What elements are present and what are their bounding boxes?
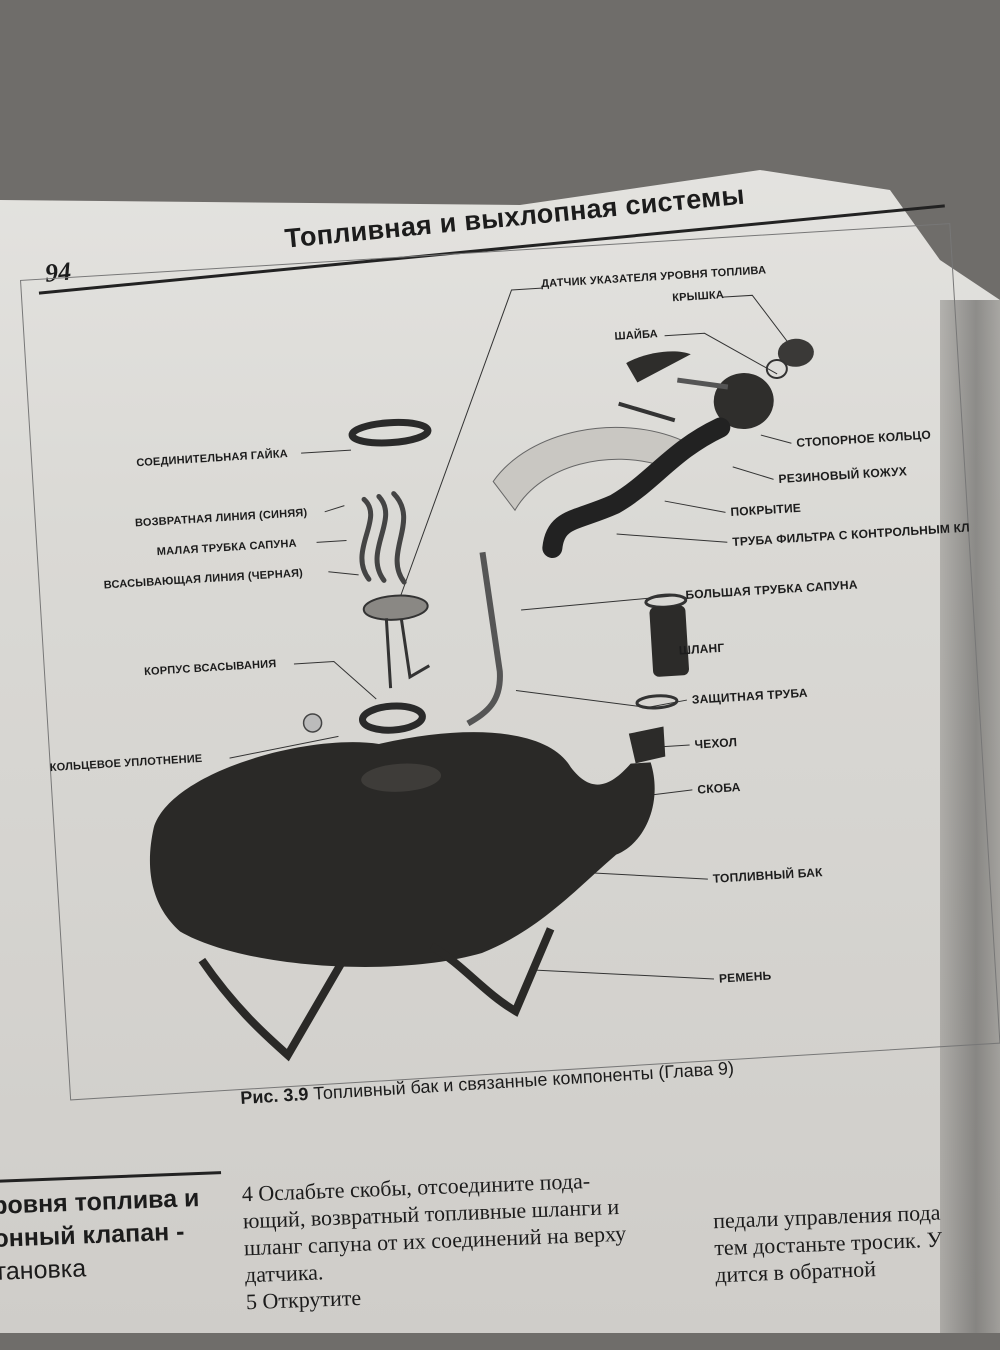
leader-sensor xyxy=(399,287,542,598)
filler-pipe-part xyxy=(542,417,731,559)
label-hose: ШЛАНГ xyxy=(678,640,725,658)
washer-part xyxy=(765,358,788,379)
rubber-boot-part xyxy=(713,373,774,430)
strap-right-part xyxy=(429,927,555,1017)
section-rule xyxy=(0,1171,222,1183)
rod-part xyxy=(676,377,729,390)
section-heading: ровня топлива и онный клапан - тановка xyxy=(0,1181,220,1289)
label-sleeve: ЧЕХОЛ xyxy=(694,735,738,752)
hose-clamp-bottom xyxy=(635,694,679,710)
leader-protective-tube xyxy=(515,689,687,709)
body-text: ровня топлива и онный клапан - тановка 4… xyxy=(0,1111,1000,1350)
large-breather-part xyxy=(466,551,503,727)
hose-part xyxy=(649,605,689,677)
figure-3-9: ДАТЧИК УКАЗАТЕЛЯ УРОВНЯ ТОПЛИВА КРЫШКА Ш… xyxy=(20,223,1000,1138)
leader-strap xyxy=(533,969,714,980)
sensor-flange-part xyxy=(362,594,429,621)
leader-connecting-nut xyxy=(301,449,352,454)
fuel-system-drawing xyxy=(149,287,814,1062)
opposite-page-edge xyxy=(940,300,1000,1333)
small-hose-part xyxy=(618,401,676,423)
leader-cover xyxy=(664,500,726,513)
fuel-lines-part xyxy=(359,491,407,585)
cap-part xyxy=(777,338,814,367)
leader-washer xyxy=(664,332,778,375)
right-column: педали управления пода тем достаньте тро… xyxy=(713,1199,944,1289)
connecting-nut-part xyxy=(348,418,432,447)
leader-cap xyxy=(722,294,797,354)
filler-shield-part xyxy=(626,351,691,383)
leader-fuel-tank xyxy=(577,871,708,880)
label-clamp: СКОБА xyxy=(696,779,741,797)
heading-line-3: тановка xyxy=(0,1254,87,1286)
fuel-tank-part xyxy=(149,732,655,967)
sensor-tube-part xyxy=(384,618,431,689)
leader-retaining-ring xyxy=(760,434,792,444)
float-part xyxy=(302,713,323,733)
o-ring-part xyxy=(358,702,426,734)
leader-filler-pipe xyxy=(616,533,728,543)
middle-column: 4 Ослабьте скобы, отсоедините пода- ющий… xyxy=(241,1166,628,1316)
tank-opening-part xyxy=(361,763,442,792)
leader-small-breather xyxy=(316,540,347,543)
leader-return-line xyxy=(324,505,345,513)
leader-suction-housing xyxy=(293,661,377,700)
leader-rubber-boot xyxy=(732,466,774,480)
sleeve-part xyxy=(628,726,666,764)
leader-o-ring xyxy=(229,735,339,759)
leader-suction-line xyxy=(328,571,359,576)
caption-prefix: Рис. 3.9 xyxy=(239,1083,309,1109)
strap-left-part xyxy=(198,957,346,1062)
